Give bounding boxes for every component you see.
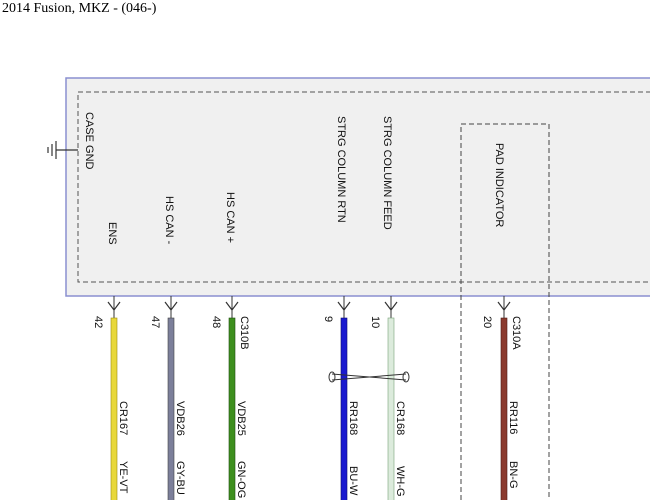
pad-indicator-enclosure — [460, 123, 550, 500]
circuit-label: VDB25 — [235, 401, 247, 436]
circuit-label: VDB26 — [174, 401, 186, 436]
ground-symbol-icon — [47, 141, 78, 159]
connector-label: C310A — [510, 316, 522, 350]
pin-number: 20 — [481, 316, 493, 328]
wire-10 — [387, 317, 395, 500]
connector-label: C310B — [238, 316, 250, 350]
label-hs-can-minus: HS CAN - — [163, 196, 175, 245]
page-title: 2014 Fusion, MKZ - (046-) — [2, 1, 157, 16]
pin-number: 10 — [369, 316, 381, 328]
label-strg-column-rtn: STRG COLUMN RTN — [335, 116, 347, 223]
label-pad-indicator: PAD INDICATOR — [493, 143, 505, 227]
circuit-label: CR168 — [394, 401, 406, 435]
label-strg-column-feed: STRG COLUMN FEED — [381, 116, 393, 230]
wire-color-code: BU-W — [347, 466, 359, 496]
wire-47 — [167, 317, 175, 500]
wire-color-code: YE-VT — [117, 461, 129, 494]
wire-42 — [110, 317, 118, 500]
circuit-label: RR116 — [507, 401, 519, 434]
pin-number: 48 — [210, 316, 222, 328]
label-hs-can-plus: HS CAN + — [224, 192, 236, 243]
wire-color-code: WH-G — [394, 466, 406, 497]
twisted-pair-icon — [328, 371, 410, 383]
module-outline — [65, 77, 650, 297]
wire-20 — [500, 317, 508, 500]
wire-color-code: GN-OG — [235, 461, 247, 498]
pin-number: 42 — [92, 316, 104, 328]
circuit-label: RR168 — [347, 401, 359, 435]
pin-number: 47 — [149, 316, 161, 328]
label-case-gnd: CASE GND — [83, 112, 95, 170]
wire-48 — [228, 317, 236, 500]
circuit-label: CR167 — [117, 401, 129, 435]
pin-number: 9 — [322, 316, 334, 322]
wire-color-code: BN-G — [507, 461, 519, 489]
module-inner-boundary — [77, 91, 650, 283]
label-ens: ENS — [106, 222, 118, 245]
wire-color-code: GY-BU — [174, 461, 186, 495]
wire-9 — [340, 317, 348, 500]
